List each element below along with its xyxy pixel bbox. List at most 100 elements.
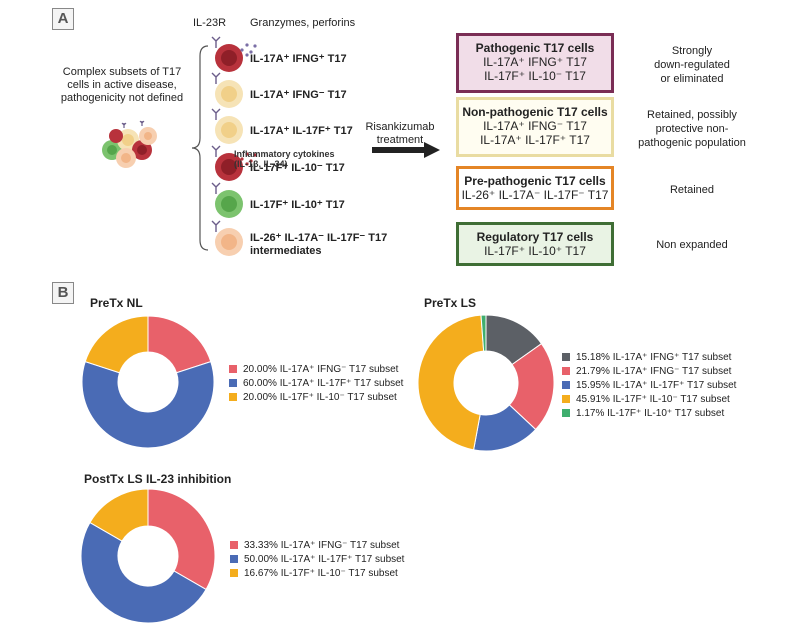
legend-entry: 60.00% IL-17A⁺ IL-17F⁺ T17 subset (229, 376, 403, 390)
legend-swatch (229, 379, 237, 387)
donut-slice (80, 521, 207, 624)
legend-entry: 16.67% IL-17F⁺ IL-10⁻ T17 subset (230, 566, 404, 580)
treatment-line-1: Risankizumab (365, 121, 435, 133)
chart-title-posttx-ls: PostTx LS IL-23 inhibition (84, 472, 232, 486)
cell-cluster-illustration (102, 120, 157, 168)
outcome-text: Non expanded (628, 238, 756, 252)
cell-subset-label: IL-17A⁺ IFNG⁺ T17 (250, 53, 347, 65)
outcome-box-title: Pathogenic T17 cells (475, 41, 595, 55)
chart-title-pretx-ls: PreTx LS (424, 296, 477, 310)
donut-slice (84, 315, 149, 374)
cell-nucleus (221, 50, 237, 66)
outcome-box-line: IL-17A⁺ IFNG⁺ T17 (483, 55, 587, 69)
outcome-text-line: protective non- (655, 123, 729, 135)
legend-label: 15.18% IL-17A⁺ IFNG⁺ T17 subset (576, 351, 732, 363)
il23r-receptor-icon (211, 108, 221, 120)
donut-slice (81, 360, 215, 449)
outcome-box-line: IL-17F⁺ IL-10⁺ T17 (484, 244, 586, 258)
outcome-text: Retained, possibly protective non-pathoge… (628, 108, 756, 150)
cytokine-line-1: Inflammatory cytokines (234, 149, 335, 159)
legend-swatch (230, 541, 238, 549)
cytokine-text: Inflammatory cytokines (IL-1β, IL-34) (234, 149, 335, 169)
treatment-line-2: treatment (376, 134, 424, 146)
outcome-text: Retained (628, 183, 756, 197)
panel-a-label: A (52, 8, 74, 30)
cell-subset-label: IL-17A⁺ IL-17F⁺ T17 (250, 125, 353, 137)
legend-swatch (229, 365, 237, 373)
donut-slice (480, 314, 487, 352)
legend-swatch (562, 395, 570, 403)
t17-cell-icon (215, 44, 243, 72)
complex-line-2: cells in active disease, (67, 79, 177, 91)
outcome-box-line: IL-17F⁺ IL-10⁻ T17 (484, 69, 586, 83)
outcome-box-line: IL-17A⁺ IL-17F⁺ T17 (480, 133, 590, 147)
legend-label: 20.00% IL-17F⁺ IL-10⁻ T17 subset (243, 391, 397, 403)
outcome-text-line: or eliminated (660, 73, 724, 85)
legend-swatch (562, 367, 570, 375)
t17-cell-icon (215, 228, 243, 256)
legend-label: 1.17% IL-17F⁺ IL-10⁺ T17 subset (576, 407, 725, 419)
cell-nucleus (221, 234, 237, 250)
il23r-receptor-icon (211, 72, 221, 84)
cell-nucleus (221, 196, 237, 212)
outcome-box-title: Non-pathogenic T17 cells (462, 105, 608, 119)
treatment-text: Risankizumab treatment (360, 121, 440, 147)
legend-entry: 21.79% IL-17A⁺ IFNG⁻ T17 subset (562, 364, 736, 378)
legend-entry: 15.18% IL-17A⁺ IFNG⁺ T17 subset (562, 350, 736, 364)
donut-slice (147, 488, 216, 591)
chart-legend: 33.33% IL-17A⁺ IFNG⁻ T17 subset 50.00% IL… (230, 538, 404, 580)
outcome-text-line: Retained (669, 184, 715, 196)
legend-label: 50.00% IL-17A⁺ IL-17F⁺ T17 subset (244, 553, 405, 565)
legend-entry: 15.95% IL-17A⁺ IL-17F⁺ T17 subset (562, 378, 736, 392)
cell-subset-label: IL-26⁺ IL-17A⁻ IL-17F⁻ T17 (250, 232, 388, 244)
legend-entry: 45.91% IL-17F⁺ IL-10⁻ T17 subset (562, 392, 736, 406)
outcome-box-line: IL-26⁺ IL-17A⁻ IL-17F⁻ T17 (461, 188, 609, 202)
cell-subset-label-line-2: intermediates (250, 245, 322, 257)
panel-b-label: B (52, 282, 74, 304)
legend-swatch (229, 393, 237, 401)
cell-nucleus (221, 159, 237, 175)
il23r-receptor-icon (211, 36, 221, 48)
legend-label: 16.67% IL-17F⁺ IL-10⁻ T17 subset (244, 567, 398, 579)
subset-bracket (191, 45, 209, 251)
legend-entry: 20.00% IL-17A⁺ IFNG⁻ T17 subset (229, 362, 403, 376)
legend-swatch (562, 381, 570, 389)
legend-entry: 50.00% IL-17A⁺ IL-17F⁺ T17 subset (230, 552, 404, 566)
outcome-text-line: down-regulated (654, 59, 730, 71)
legend-label: 15.95% IL-17A⁺ IL-17F⁺ T17 subset (576, 379, 737, 391)
outcome-box-line: IL-17A⁺ IFNG⁻ T17 (483, 119, 587, 133)
granzymes-header: Granzymes, perforins (250, 17, 356, 29)
legend-swatch (230, 555, 238, 563)
il23r-receptor-icon (211, 182, 221, 194)
outcome-text-line: Non expanded (656, 239, 728, 251)
outcome-text-line: Retained, possibly (647, 109, 737, 121)
donut-slice (89, 488, 149, 542)
outcome-text-line: pathogenic population (638, 137, 746, 149)
t17-cell-icon (215, 190, 243, 218)
il23r-header: IL-23R (193, 17, 227, 29)
treatment-arrow (372, 142, 440, 158)
legend-swatch (562, 409, 570, 417)
cell-subset-label: IL-17F⁺ IL-10⁻ T17 (250, 162, 345, 174)
donut-slice (417, 314, 485, 451)
legend-swatch (562, 353, 570, 361)
complex-line-3: pathogenicity not defined (60, 92, 184, 104)
legend-entry: 1.17% IL-17F⁺ IL-10⁺ T17 subset (562, 406, 736, 420)
cytokine-dots-icon (240, 152, 257, 166)
legend-label: 45.91% IL-17F⁺ IL-10⁻ T17 subset (576, 393, 730, 405)
legend-swatch (230, 569, 238, 577)
outcome-box-title: Regulatory T17 cells (476, 230, 594, 244)
t17-cell-icon (215, 116, 243, 144)
legend-label: 20.00% IL-17A⁺ IFNG⁻ T17 subset (243, 363, 399, 375)
cytokine-line-2: (IL-1β, IL-34) (234, 159, 288, 169)
legend-label: 33.33% IL-17A⁺ IFNG⁻ T17 subset (244, 539, 400, 551)
complex-subsets-text: Complex subsets of T17 cells in active d… (52, 66, 192, 105)
legend-entry: 33.33% IL-17A⁺ IFNG⁻ T17 subset (230, 538, 404, 552)
